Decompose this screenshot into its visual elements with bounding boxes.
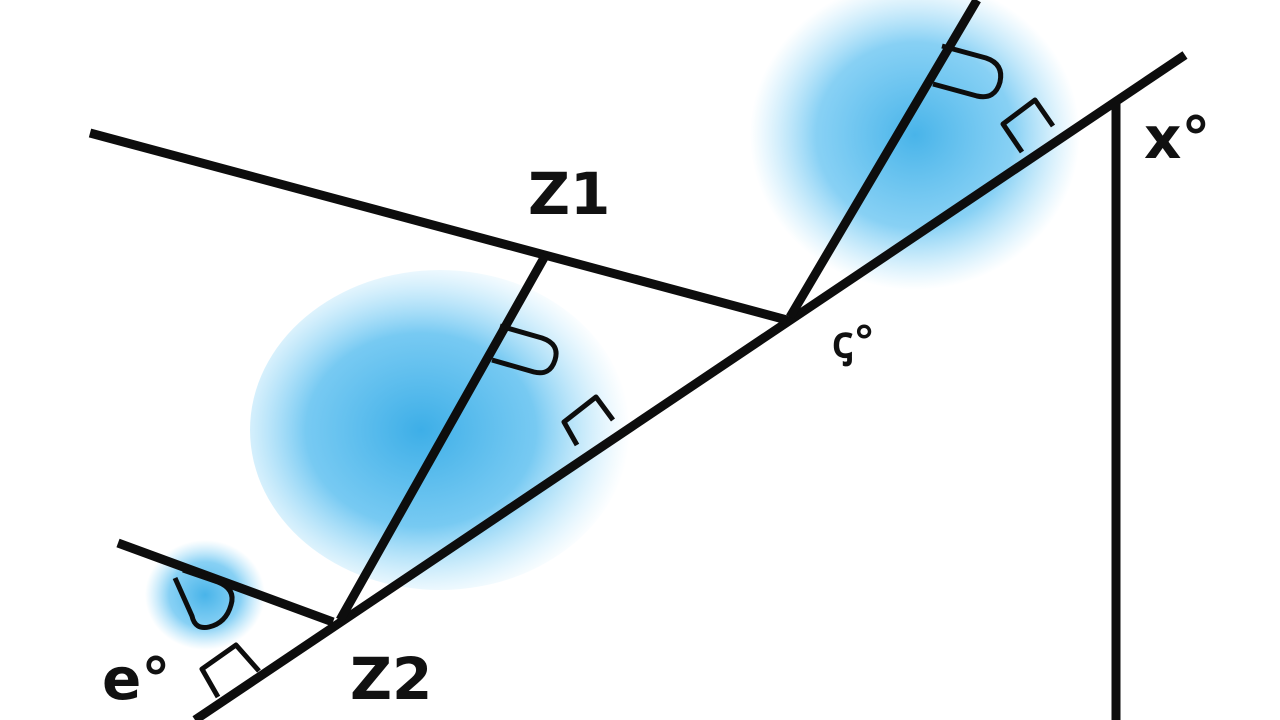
angle-marker [199, 642, 261, 699]
labels: Z1 ꞔ° x° Z2 e° [102, 104, 1210, 713]
lower-transversal-line [116, 538, 335, 627]
label-e-degree: e° [102, 645, 170, 713]
highlight-region-top [750, 0, 1080, 290]
upper-slanted-line [786, 0, 981, 320]
angle-markers [172, 43, 1056, 699]
middle-slanted-line [336, 253, 549, 623]
label-c-degree: ꞔ° [832, 317, 875, 368]
baseline-line [192, 51, 1188, 720]
label-z1: Z1 [528, 160, 610, 228]
angle-marker [172, 567, 235, 630]
angle-marker [491, 323, 559, 376]
highlight-regions [145, 0, 1080, 650]
upper-transversal-line [88, 128, 789, 325]
angle-marker [1000, 97, 1056, 154]
line-segments [88, 0, 1188, 720]
label-z2: Z2 [350, 645, 432, 713]
label-x-degree: x° [1144, 104, 1210, 172]
highlight-region-middle [250, 270, 630, 590]
angle-marker [932, 43, 1004, 100]
angle-marker [561, 394, 616, 447]
